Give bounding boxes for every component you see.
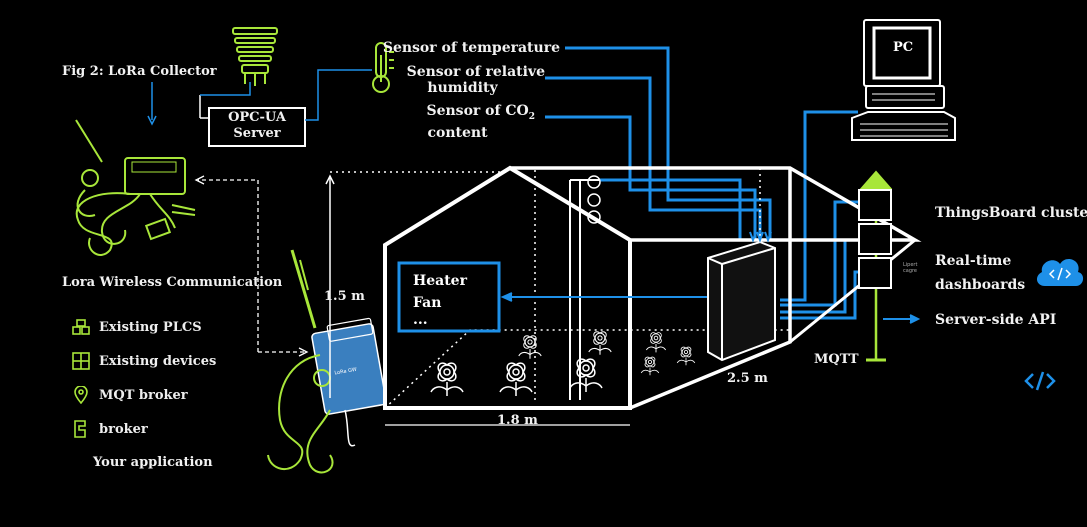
height-dimension-label: 1.5 m (324, 289, 365, 304)
broker-icon (74, 420, 86, 438)
thingsboard-cluster-label: ThingsBoard cluster (935, 205, 1087, 221)
width-dimension-label: 1.8 m (497, 413, 538, 428)
location-pin-icon (74, 386, 88, 404)
temperature-sensor-label: Sensor of temperature (382, 40, 560, 56)
devices-icon (72, 352, 90, 370)
legend-item-broker: broker (72, 420, 148, 438)
server-side-api-label: Server-side API (935, 312, 1057, 328)
legend-item-plcs: Existing PLCS (72, 318, 202, 336)
heater-fan-label: Heater Fan ... (413, 273, 467, 328)
opcua-server-box (208, 107, 306, 147)
mqtt-label: MQTT (814, 352, 859, 367)
weather-shield-sensor (232, 27, 278, 86)
plcs-icon (72, 319, 90, 335)
thermometer-icon (372, 42, 394, 93)
pc-label: PC (892, 40, 914, 55)
lora-gateway-device: LoRa GW (267, 249, 387, 474)
pc-computer-icon (851, 19, 956, 141)
depth-dimension-label: 2.5 m (727, 371, 768, 386)
realtime-dashboards-label: Real-time dashboards (935, 253, 1026, 293)
co2-sensor-label: Sensor of CO2 content (426, 103, 535, 141)
lora-wireless-label: Lora Wireless Communication (62, 275, 283, 290)
control-cabinet (707, 240, 776, 362)
your-application-label: Your application (93, 455, 213, 470)
code-brackets-icon (1024, 371, 1056, 391)
legend-item-mqt-broker: MQT broker (72, 386, 188, 404)
tower-small-label: Lipert cagre (903, 262, 918, 274)
cloud-code-icon (1036, 258, 1084, 286)
svg-text:LoRa GW: LoRa GW (334, 367, 357, 377)
figure-title: Fig 2: LoRa Collector (62, 64, 217, 79)
sensor-wires (545, 46, 772, 240)
humidity-sensor-label: Sensor of relative humidity (406, 64, 545, 96)
server-tower-stack (858, 170, 893, 362)
plants (430, 331, 696, 396)
opcua-server-label: OPC-UA Server (228, 110, 286, 141)
sensor-pole (569, 175, 601, 400)
heater-fan-box (397, 261, 501, 333)
lora-collector-device (75, 119, 196, 256)
legend-item-devices: Existing devices (72, 352, 216, 370)
